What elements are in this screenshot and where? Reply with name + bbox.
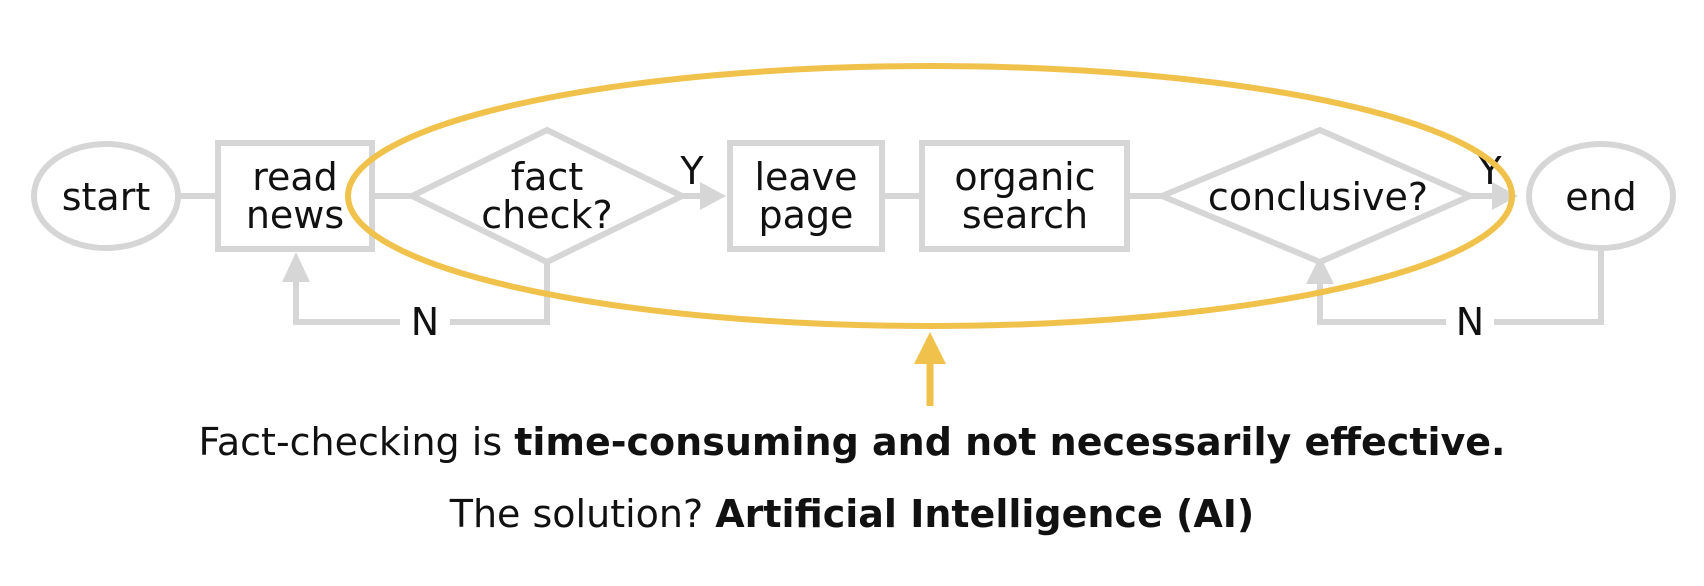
read-news-label-line-2: news xyxy=(246,193,344,237)
caption-line-2-bold: Artificial Intelligence (AI) xyxy=(715,492,1255,536)
connector-no-loop-to-read-news xyxy=(293,270,400,325)
connector-fact-check-no-loop xyxy=(450,262,550,325)
fact-check-decision-node xyxy=(405,126,689,266)
start-node-label: start xyxy=(62,175,151,219)
leave-page-node xyxy=(727,140,885,252)
connector-no-loop-to-conclusive xyxy=(1317,272,1446,325)
organic-search-node xyxy=(919,140,1130,252)
organic-search-label-line-2: search xyxy=(962,193,1088,237)
conclusive-decision-node xyxy=(1154,126,1478,266)
caption-line-2-prefix: The solution? xyxy=(449,492,716,536)
fact-check-label-line-1: fact xyxy=(511,155,583,199)
end-node xyxy=(1526,141,1676,251)
fact-check-yes-label: Y xyxy=(679,149,704,193)
highlight-arrowhead xyxy=(914,332,946,364)
arrowhead-to-conclusive xyxy=(1306,256,1334,284)
leave-page-label-line-1: leave xyxy=(754,155,857,199)
arrowhead-to-end xyxy=(1492,182,1518,210)
read-news-node xyxy=(215,140,375,252)
leave-page-label-line-2: page xyxy=(759,193,854,237)
organic-search-label-line-1: organic xyxy=(954,155,1095,199)
caption-line-1-bold: time-consuming and not necessarily effec… xyxy=(514,420,1506,464)
conclusive-no-label: N xyxy=(1456,300,1484,344)
arrowhead-to-read-news xyxy=(282,252,310,282)
fact-check-no-label: N xyxy=(411,300,439,344)
caption-line-2: The solution? Artificial Intelligence (A… xyxy=(0,492,1704,536)
caption-line-1: Fact-checking is time-consuming and not … xyxy=(0,420,1704,464)
connector-end-no-loop xyxy=(1494,248,1604,325)
conclusive-label: conclusive? xyxy=(1208,175,1428,219)
fact-check-label-line-2: check? xyxy=(481,193,612,237)
end-node-label: end xyxy=(1565,175,1637,219)
read-news-label-line-1: read xyxy=(252,155,338,199)
caption-line-1-prefix: Fact-checking is xyxy=(198,420,515,464)
start-node xyxy=(31,141,181,251)
highlight-ellipse xyxy=(345,63,1515,329)
arrowhead-to-leave-page xyxy=(700,182,726,210)
